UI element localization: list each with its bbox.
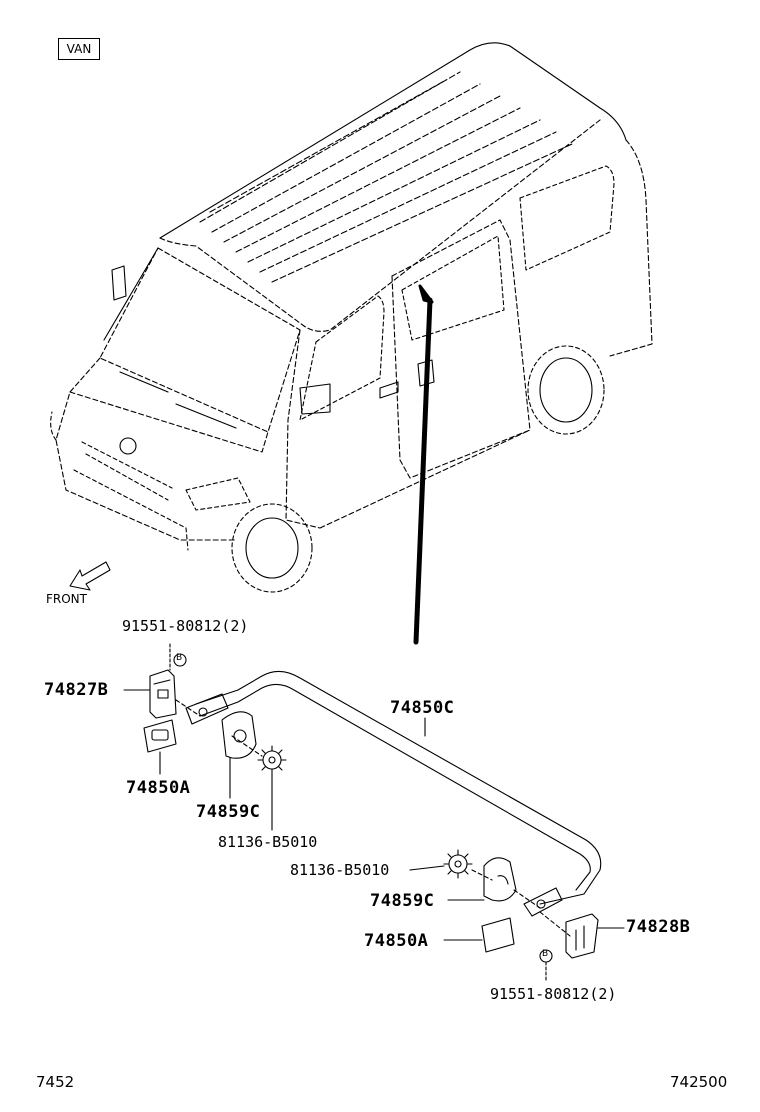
gear-lower bbox=[443, 849, 473, 879]
pad-upper bbox=[143, 719, 177, 753]
bracket-lower bbox=[565, 913, 599, 959]
callout-pad-upper: 74850A bbox=[126, 778, 191, 798]
callout-pad-lower: 74850A bbox=[364, 931, 429, 951]
marker-b-lower: B bbox=[542, 949, 549, 959]
callout-bracket-lower: 74828B bbox=[626, 917, 691, 937]
variant-badge: VAN bbox=[58, 38, 100, 60]
callout-cover-upper: 74859C bbox=[196, 802, 261, 822]
front-label: FRONT bbox=[46, 592, 87, 606]
pad-lower bbox=[481, 917, 515, 953]
assist-grip-handle bbox=[185, 670, 602, 917]
leader-gear-lower bbox=[409, 865, 445, 871]
bracket-upper bbox=[149, 669, 177, 719]
callout-handle: 74850C bbox=[390, 698, 455, 718]
cover-lower bbox=[483, 857, 517, 902]
callout-gear-upper: 81136-B5010 bbox=[218, 833, 318, 851]
marker-b-upper: B bbox=[176, 653, 183, 663]
callout-bolt-upper: 91551-80812(2) bbox=[122, 617, 249, 635]
cover-upper bbox=[221, 711, 257, 759]
front-direction-arrow bbox=[69, 561, 111, 591]
callout-gear-lower: 81136-B5010 bbox=[290, 861, 390, 879]
footer-left-code: 7452 bbox=[36, 1073, 75, 1091]
location-arrow bbox=[413, 284, 434, 645]
van-illustration bbox=[50, 42, 653, 593]
callout-bolt-lower: 91551-80812(2) bbox=[490, 985, 617, 1003]
callout-bracket-upper: 74827B bbox=[44, 680, 109, 700]
callout-cover-lower: 74859C bbox=[370, 891, 435, 911]
footer-right-code: 742500 bbox=[670, 1073, 728, 1091]
gear-upper bbox=[257, 745, 287, 775]
